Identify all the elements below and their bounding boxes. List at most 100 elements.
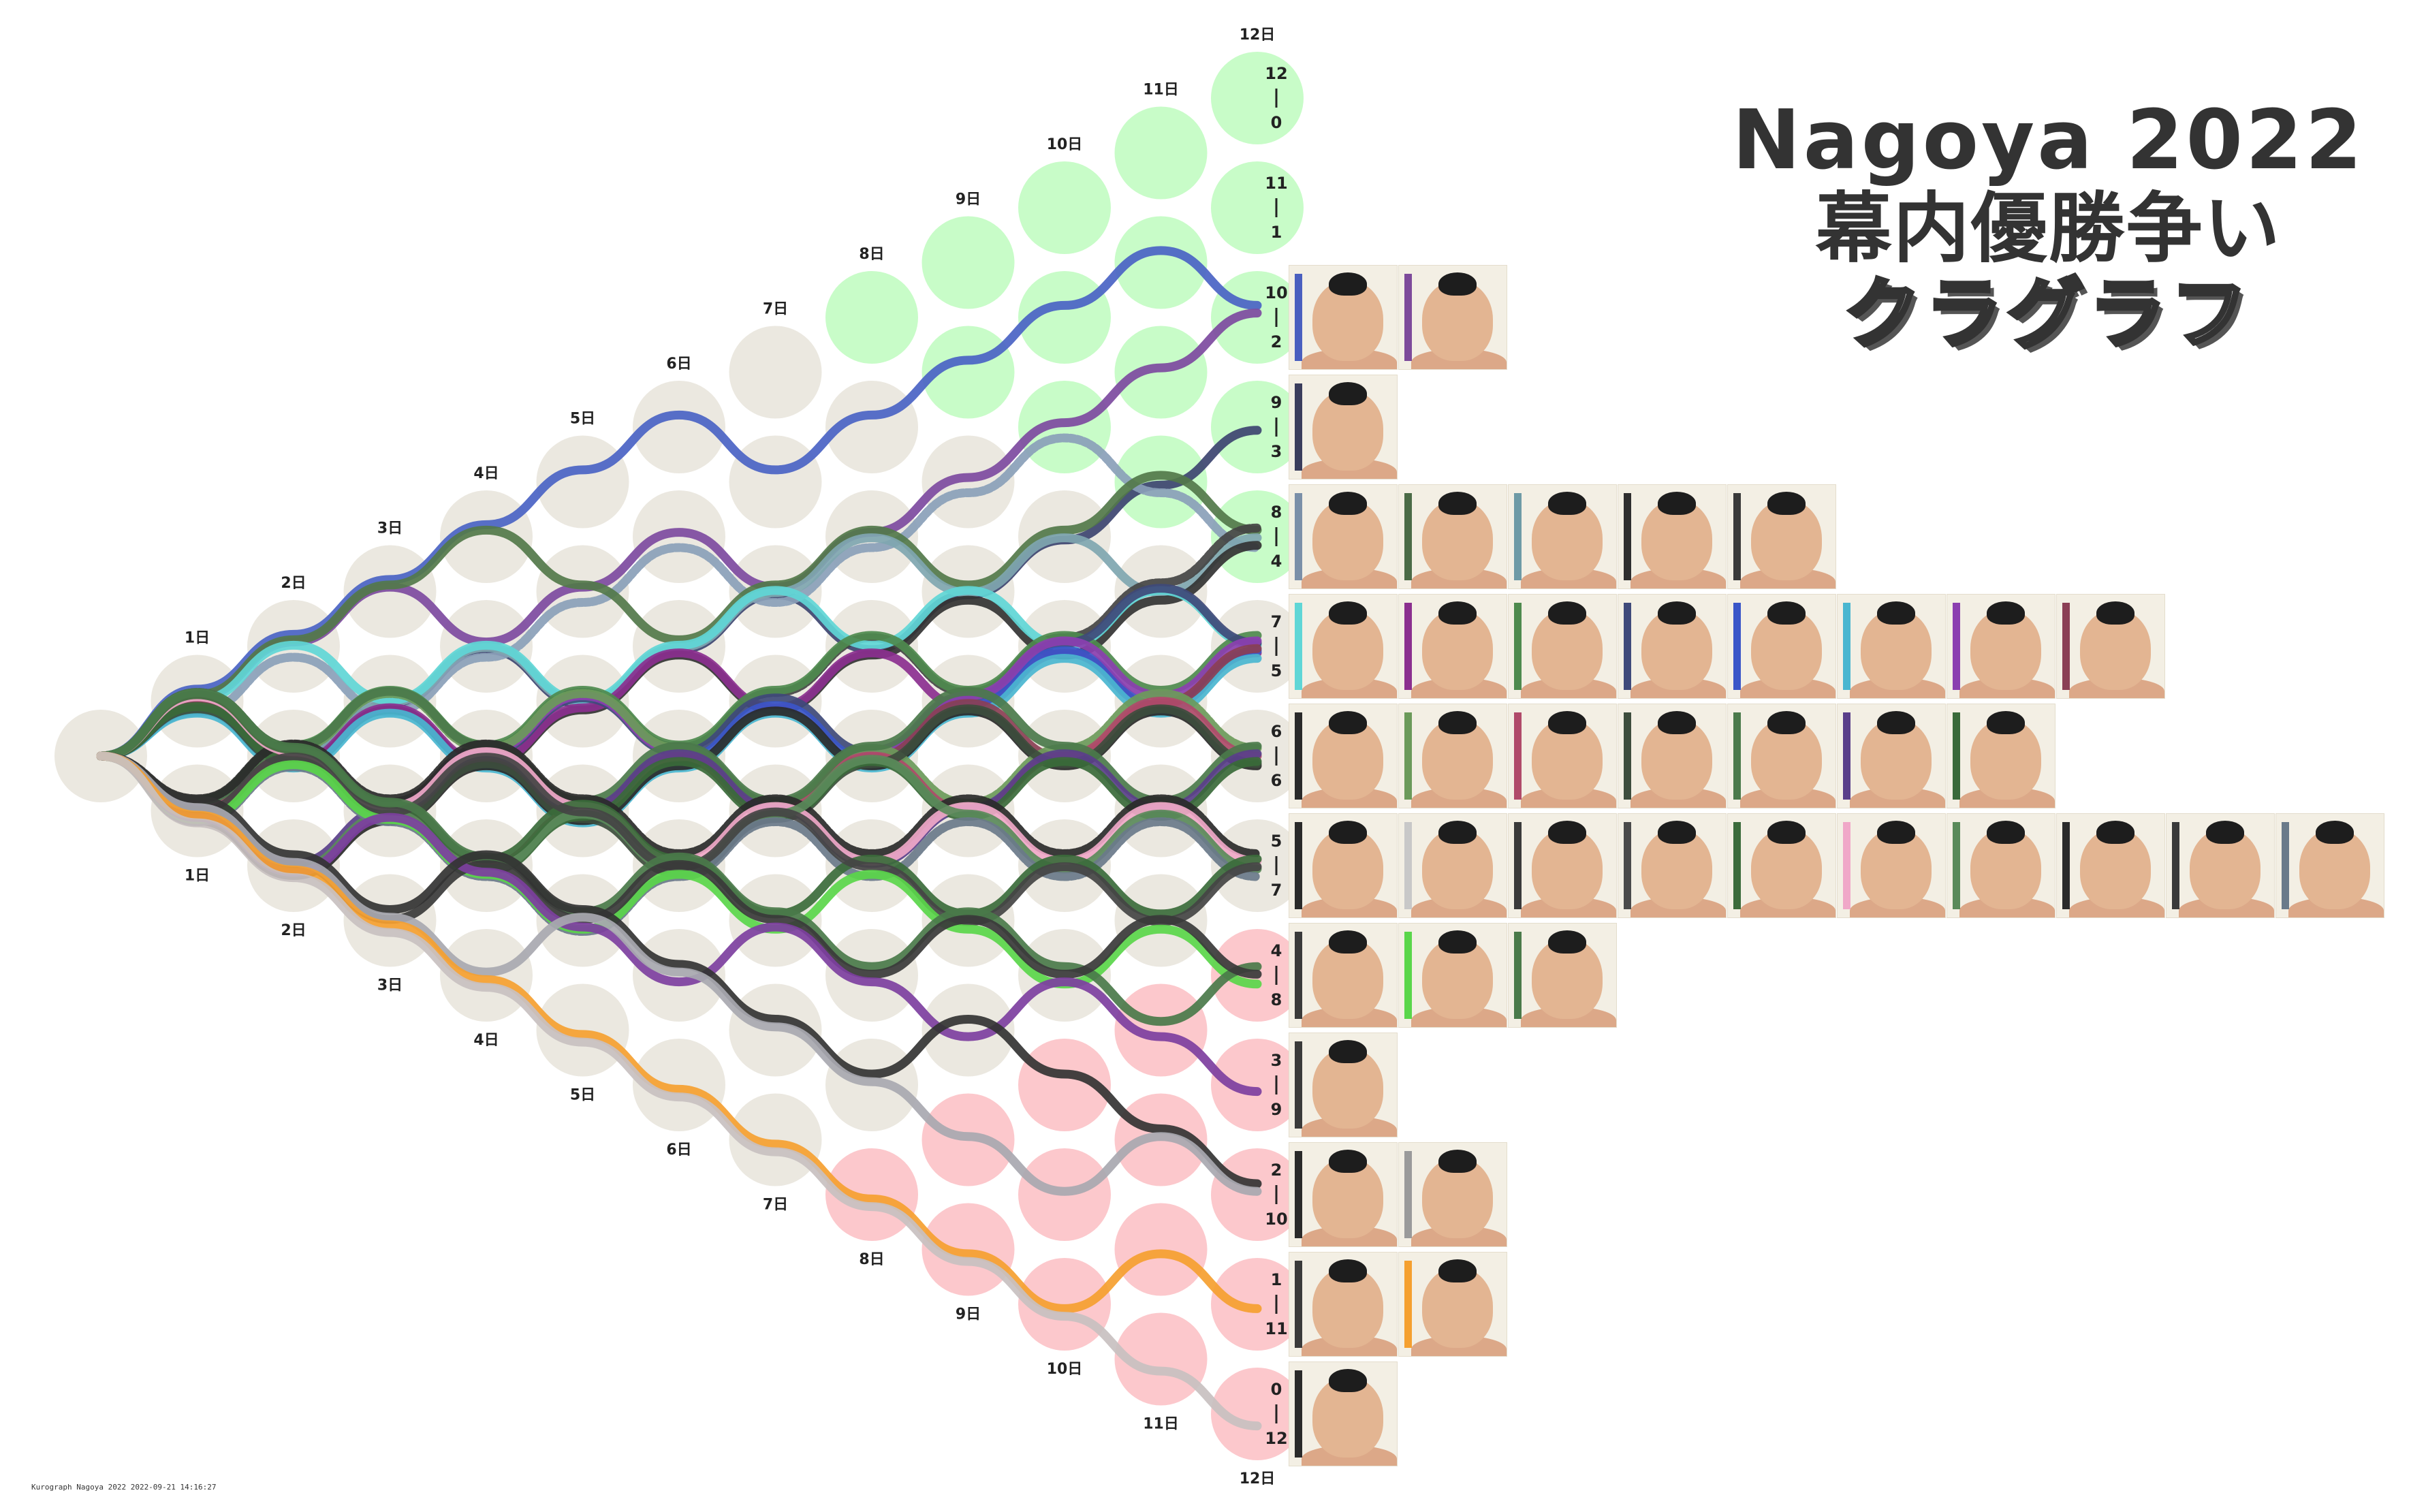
record-circle <box>921 326 1015 419</box>
wrestler-color-stripe <box>1953 603 1960 690</box>
wrestler-photo <box>2166 813 2275 918</box>
topknot-hair <box>1767 821 1806 844</box>
wrestler-color-stripe <box>1733 822 1741 909</box>
wrestler-photo <box>1618 813 1727 918</box>
day-label-bottom: 7日 <box>763 1197 788 1214</box>
topknot-hair <box>1329 382 1367 405</box>
topknot-hair <box>2316 821 2354 844</box>
wrestler-photo <box>1508 594 1617 699</box>
wrestler-photo <box>1398 594 1507 699</box>
topknot-hair <box>1438 1150 1477 1173</box>
wrestler-color-stripe <box>2062 603 2070 690</box>
wrestler-color-stripe <box>1514 603 1522 690</box>
wrestler-photo <box>1398 484 1507 589</box>
topknot-hair <box>1658 601 1696 625</box>
record-wins: 10 <box>1265 283 1287 302</box>
wrestler-photo <box>1618 594 1727 699</box>
footer-credit: Kurograph Nagoya 2022 2022-09-21 14:16:2… <box>31 1483 217 1492</box>
wrestler-color-stripe <box>1295 493 1302 580</box>
day-label-top: 5日 <box>570 411 595 428</box>
wrestler-color-stripe <box>1295 274 1302 361</box>
topknot-hair <box>1877 821 1915 844</box>
topknot-hair <box>1767 711 1806 734</box>
record-losses: 12 <box>1265 1429 1287 1448</box>
record-wins: 2 <box>1271 1161 1282 1180</box>
wrestler-photo <box>1947 813 2055 918</box>
record-losses: 11 <box>1265 1319 1287 1338</box>
wrestler-photo <box>1508 484 1617 589</box>
wrestler-path <box>96 751 1262 1431</box>
wrestler-color-stripe <box>1953 822 1960 909</box>
day-label-bottom: 11日 <box>1143 1416 1179 1433</box>
topknot-hair <box>1329 930 1367 954</box>
wrestler-photo <box>1947 594 2055 699</box>
topknot-hair <box>1329 1369 1367 1392</box>
wrestler-color-stripe <box>1514 932 1522 1019</box>
topknot-hair <box>1329 272 1367 296</box>
wrestler-paths <box>96 246 1262 1431</box>
wrestler-color-stripe <box>1295 932 1302 1019</box>
wrestler-color-stripe <box>1295 1151 1302 1238</box>
topknot-hair <box>1329 1259 1367 1282</box>
record-wins: 8 <box>1271 503 1282 522</box>
wrestler-photo <box>2056 813 2165 918</box>
day-label-top: 3日 <box>377 520 403 537</box>
topknot-hair <box>1438 601 1477 625</box>
record-circle <box>1018 161 1111 254</box>
wrestler-color-stripe <box>1733 603 1741 690</box>
record-circle <box>1211 1368 1304 1460</box>
wrestler-photo <box>2275 813 2384 918</box>
title-line-1: Nagoya 2022 <box>1732 93 2365 188</box>
wrestler-color-stripe <box>2062 822 2070 909</box>
topknot-hair <box>1438 492 1477 515</box>
wrestler-photo <box>1398 813 1507 918</box>
topknot-hair <box>1658 492 1696 515</box>
record-losses: 0 <box>1271 113 1282 132</box>
day-labels: 1日1日2日2日3日3日4日4日5日5日6日6日7日7日8日8日9日9日10日1… <box>185 27 1275 1487</box>
day-label-bottom: 10日 <box>1047 1361 1083 1378</box>
wrestler-photo <box>1837 813 1946 918</box>
wrestler-color-stripe <box>1295 822 1302 909</box>
day-label-bottom: 5日 <box>570 1087 595 1104</box>
topknot-hair <box>1548 711 1586 734</box>
wrestler-photo <box>1947 704 2055 808</box>
record-losses: 4 <box>1271 552 1282 571</box>
day-label-bottom: 4日 <box>473 1032 499 1049</box>
wrestler-color-stripe <box>1404 932 1412 1019</box>
wrestler-photo <box>1398 1142 1507 1247</box>
record-losses: 10 <box>1265 1210 1287 1229</box>
wrestler-color-stripe <box>1514 822 1522 909</box>
wrestler-color-stripe <box>1953 712 1960 800</box>
record-circle <box>536 435 629 529</box>
record-losses: 9 <box>1271 1100 1282 1119</box>
record-circle <box>1018 1039 1111 1131</box>
record-circle <box>921 983 1015 1077</box>
day-label-bottom: 2日 <box>281 922 306 939</box>
wrestler-photo <box>1289 1142 1398 1247</box>
wrestler-photo <box>1289 265 1398 370</box>
wrestler-photo <box>1618 704 1727 808</box>
topknot-hair <box>2096 601 2134 625</box>
record-circle <box>1114 106 1208 200</box>
wrestler-photo <box>1508 813 1617 918</box>
topknot-hair <box>1329 821 1367 844</box>
wrestler-photo <box>1727 594 1836 699</box>
wrestler-photo <box>1289 1033 1398 1137</box>
day-label-top: 8日 <box>859 246 884 263</box>
wrestler-photo <box>1618 484 1727 589</box>
record-wins: 4 <box>1271 941 1282 960</box>
day-label-top: 12日 <box>1240 27 1276 44</box>
record-circle <box>921 216 1015 309</box>
record-circle <box>633 381 725 473</box>
record-circle <box>729 435 822 529</box>
record-wins: 1 <box>1271 1270 1282 1289</box>
wrestler-photo <box>1398 704 1507 808</box>
topknot-hair <box>2206 821 2244 844</box>
wrestler-color-stripe <box>1514 493 1522 580</box>
record-losses: 3 <box>1271 442 1282 461</box>
topknot-hair <box>1658 821 1696 844</box>
wrestler-color-stripe <box>1404 712 1412 800</box>
wrestler-color-stripe <box>1404 493 1412 580</box>
wrestler-color-stripe <box>1404 603 1412 690</box>
